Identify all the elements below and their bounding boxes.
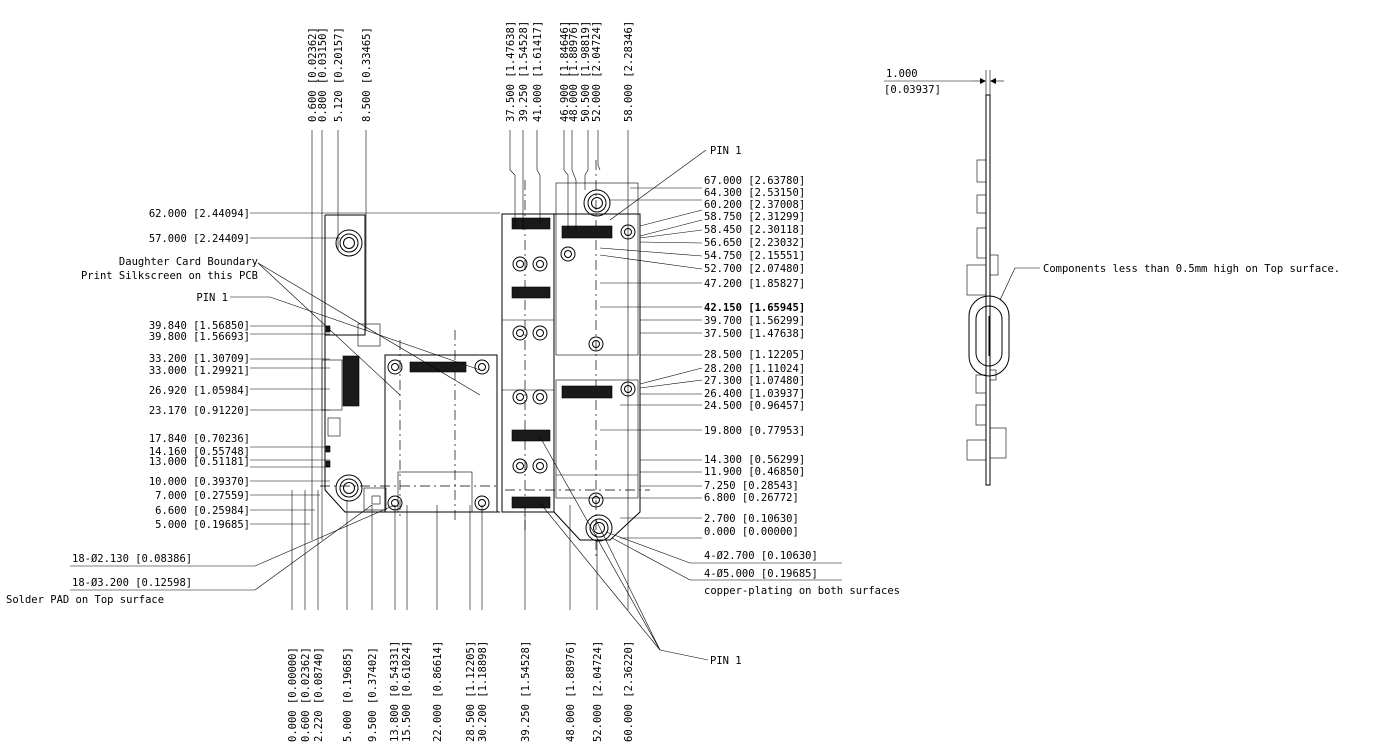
dim-11900: 11.900 [0.46850] xyxy=(704,466,805,478)
dim-14160: 14.160 [0.55748] xyxy=(149,446,250,458)
note-copper-plating: copper-plating on both surfaces xyxy=(704,585,900,597)
bottom-dimension-labels: 0.000 [0.00000] 0.600 [0.02362] 2.220 [0… xyxy=(287,641,635,742)
top-dimension-labels: 0.600 [0.02362] 0.800 [0.03150] 5.120 [0… xyxy=(307,21,635,122)
hole-callouts-left: 18-Ø2.130 [0.08386] 18-Ø3.200 [0.12598] … xyxy=(6,553,192,606)
dim-56650: 56.650 [2.23032] xyxy=(704,237,805,249)
dim-19800: 19.800 [0.77953] xyxy=(704,425,805,437)
dim-23170: 23.170 [0.91220] xyxy=(149,405,250,417)
connectors xyxy=(321,217,613,509)
board-outline xyxy=(324,182,641,541)
dim-7000: 7.000 [0.27559] xyxy=(155,490,250,502)
top-dim-48000: 48.000 [1.88976] xyxy=(568,21,580,122)
dim-26400: 26.400 [1.03937] xyxy=(704,388,805,400)
callout-18-2130: 18-Ø2.130 [0.08386] xyxy=(72,553,192,565)
dim-39840: 39.840 [1.56850] xyxy=(149,320,250,332)
bottom-dim-52000: 52.000 [2.04724] xyxy=(592,641,604,742)
dim-13000: 13.000 [0.51181] xyxy=(149,456,250,468)
dim-67000: 67.000 [2.63780] xyxy=(704,175,805,187)
top-dim-37500: 37.500 [1.47638] xyxy=(505,21,517,122)
top-dim-39250: 39.250 [1.54528] xyxy=(518,21,530,122)
top-dim-8500: 8.500 [0.33465] xyxy=(361,27,373,122)
dim-60200: 60.200 [2.37008] xyxy=(704,199,805,211)
top-dim-41000: 41.000 [1.61417] xyxy=(532,21,544,122)
note-daughter-card-boundary: Daughter Card Boundary xyxy=(119,256,258,268)
thickness-value: 1.000 xyxy=(886,68,918,80)
bottom-dim-15500: 15.500 [0.61024] xyxy=(401,641,413,742)
dim-6600: 6.600 [0.25984] xyxy=(155,505,250,517)
dim-39700: 39.700 [1.56299] xyxy=(704,315,805,327)
top-dim-52000: 52.000 [2.04724] xyxy=(591,21,603,122)
bottom-extension-lines xyxy=(291,490,629,610)
bottom-dim-0600: 0.600 [0.02362] xyxy=(300,647,312,742)
callout-18-3200: 18-Ø3.200 [0.12598] xyxy=(72,577,192,589)
bottom-dim-13800: 13.800 [0.54331] xyxy=(389,641,401,742)
left-leader-lines xyxy=(70,212,500,591)
mounting-holes xyxy=(335,189,613,542)
dim-39800: 39.800 [1.56693] xyxy=(149,331,250,343)
dim-42150: 42.150 [1.65945] xyxy=(704,302,805,314)
dim-52700: 52.700 [2.07480] xyxy=(704,263,805,275)
side-view xyxy=(884,70,1040,486)
note-pin1-top: PIN 1 xyxy=(710,145,742,157)
top-dim-58000: 58.000 [2.28346] xyxy=(623,21,635,122)
callout-4-2700: 4-Ø2.700 [0.10630] xyxy=(704,550,818,562)
side-view-labels: 1.000 [0.03937] Components less than 0.5… xyxy=(884,68,1340,275)
bottom-dim-5000: 5.000 [0.19685] xyxy=(342,647,354,742)
dim-58750: 58.750 [2.31299] xyxy=(704,211,805,223)
center-lines xyxy=(320,160,650,560)
bottom-dim-39250: 39.250 [1.54528] xyxy=(520,641,532,742)
bottom-dim-2220: 2.220 [0.08740] xyxy=(313,647,325,742)
left-dimension-labels: 62.000 [2.44094] 57.000 [2.24409] Daught… xyxy=(81,208,258,531)
dim-27300: 27.300 [1.07480] xyxy=(704,375,805,387)
thickness-inch: [0.03937] xyxy=(884,84,941,96)
top-dim-0800: 0.800 [0.03150] xyxy=(317,27,329,122)
note-components-height: Components less than 0.5mm high on Top s… xyxy=(1043,263,1340,275)
dim-54750: 54.750 [2.15551] xyxy=(704,250,805,262)
dim-26920: 26.920 [1.05984] xyxy=(149,385,250,397)
dim-7250: 7.250 [0.28543] xyxy=(704,480,799,492)
dim-5000: 5.000 [0.19685] xyxy=(155,519,250,531)
callout-4-5000: 4-Ø5.000 [0.19685] xyxy=(704,568,818,580)
right-leader-lines xyxy=(539,149,842,661)
bottom-dim-60000: 60.000 [2.36220] xyxy=(623,641,635,742)
top-dim-50500: 50.500 [1.98819] xyxy=(580,21,592,122)
note-pin1-left: PIN 1 xyxy=(196,292,228,304)
bottom-dim-30200: 30.200 [1.18898] xyxy=(477,641,489,742)
dim-10000: 10.000 [0.39370] xyxy=(149,476,250,488)
dim-24500: 24.500 [0.96457] xyxy=(704,400,805,412)
bottom-dim-0000: 0.000 [0.00000] xyxy=(287,647,299,742)
dim-28200: 28.200 [1.11024] xyxy=(704,363,805,375)
dim-6800: 6.800 [0.26772] xyxy=(704,492,799,504)
note-pin1-bottom: PIN 1 xyxy=(710,655,742,667)
dim-2700: 2.700 [0.10630] xyxy=(704,513,799,525)
dim-64300: 64.300 [2.53150] xyxy=(704,187,805,199)
dim-62000: 62.000 [2.44094] xyxy=(149,208,250,220)
top-dim-46900: 46.900 [1.84646] xyxy=(559,21,571,122)
dim-0000: 0.000 [0.00000] xyxy=(704,526,799,538)
bottom-dim-9500: 9.500 [0.37402] xyxy=(367,647,379,742)
dim-47200: 47.200 [1.85827] xyxy=(704,278,805,290)
bottom-dim-22000: 22.000 [0.86614] xyxy=(432,641,444,742)
dim-33200: 33.200 [1.30709] xyxy=(149,353,250,365)
dim-57000: 57.000 [2.24409] xyxy=(149,233,250,245)
top-dim-0600: 0.600 [0.02362] xyxy=(307,27,319,122)
dim-33000: 33.000 [1.29921] xyxy=(149,365,250,377)
dim-58450: 58.450 [2.30118] xyxy=(704,224,805,236)
note-print-silkscreen: Print Silkscreen on this PCB xyxy=(81,270,258,282)
dim-37500: 37.500 [1.47638] xyxy=(704,328,805,340)
dim-17840: 17.840 [0.70236] xyxy=(149,433,250,445)
note-solder-pad: Solder PAD on Top surface xyxy=(6,594,164,606)
dim-14300: 14.300 [0.56299] xyxy=(704,454,805,466)
bottom-dim-48000: 48.000 [1.88976] xyxy=(565,641,577,742)
top-dim-5120: 5.120 [0.20157] xyxy=(333,27,345,122)
bottom-dim-28500: 28.500 [1.12205] xyxy=(465,641,477,742)
dim-28500: 28.500 [1.12205] xyxy=(704,349,805,361)
right-dimension-labels: PIN 1 67.000 [2.63780] 64.300 [2.53150] … xyxy=(704,145,900,667)
top-extension-lines xyxy=(311,130,629,540)
